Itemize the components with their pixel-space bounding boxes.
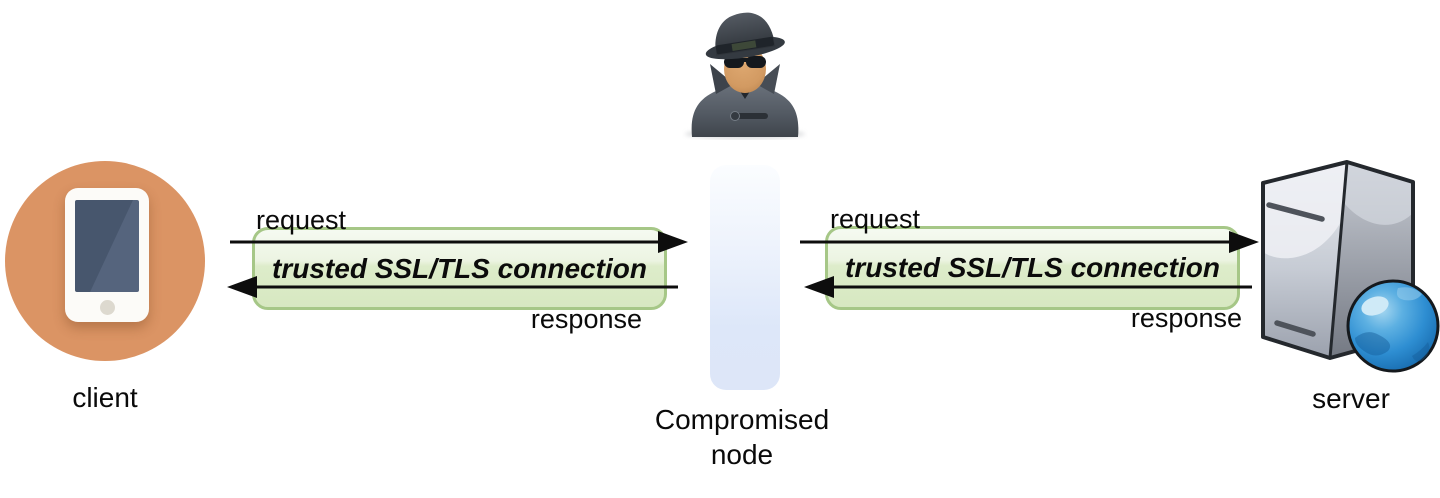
client-label: client (72, 382, 138, 413)
compromised-node-bar (710, 165, 780, 390)
tunnel-label-node-server: trusted SSL/TLS connection (845, 252, 1220, 283)
compromised-node-label-line2: node (710, 439, 774, 470)
tunnel-node-server (825, 226, 1240, 310)
server-label: server (1312, 383, 1390, 414)
smartphone-home-button (100, 300, 115, 315)
server-icon (1261, 160, 1440, 373)
request-label-node-server: request (830, 204, 921, 234)
smartphone-icon (65, 188, 149, 322)
tunnel-label-client-node: trusted SSL/TLS connection (272, 252, 647, 284)
globe-icon (1346, 279, 1440, 373)
response-label-client-node: response (530, 304, 642, 334)
smartphone-screen (75, 200, 139, 292)
compromised-node-label-line1: Compromised (654, 404, 830, 435)
response-label-node-server: response (1130, 303, 1242, 333)
client-node-circle (5, 161, 205, 361)
compromised-node-label: Compromised node (635, 402, 849, 472)
spy-icon (685, 12, 805, 139)
request-label-client-node: request (256, 205, 347, 235)
